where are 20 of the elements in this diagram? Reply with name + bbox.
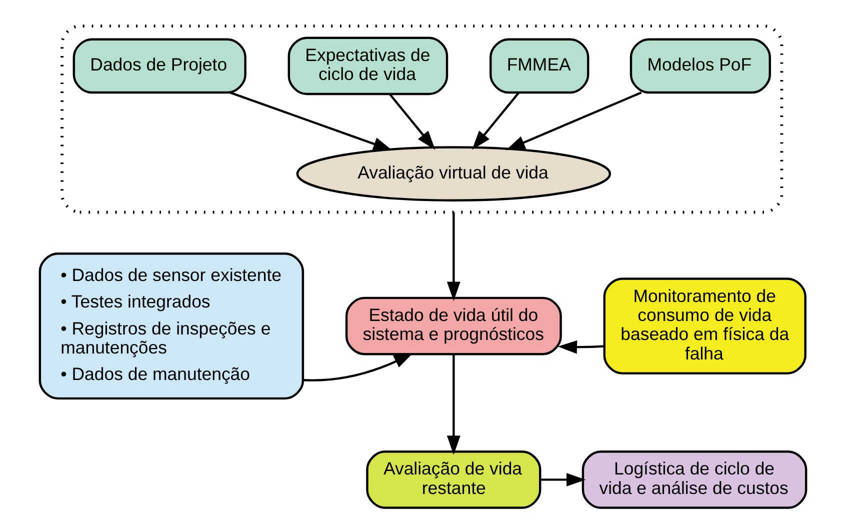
arrow bbox=[388, 94, 435, 150]
arrow bbox=[446, 212, 460, 301]
arrow bbox=[472, 92, 519, 150]
arrow bbox=[505, 92, 642, 150]
arrow bbox=[229, 92, 392, 151]
node-box: Expectativas de ciclo de vida bbox=[287, 36, 448, 96]
node-box: Estado de vida útil do sistema e prognósticos bbox=[344, 296, 562, 356]
cluster bbox=[60, 24, 783, 214]
arrow bbox=[446, 354, 460, 455]
arrow bbox=[540, 472, 586, 486]
node-ellipse: Avaliação virtual de vida bbox=[296, 146, 611, 202]
arrow bbox=[557, 340, 604, 354]
node-box: • Dados de sensor existente • Testes integrados • Registros de inspeções e manutenções • Dados de manutenção bbox=[38, 252, 304, 400]
node-box: Avaliação de vida restante bbox=[366, 450, 541, 509]
node-box: Dados de Projeto bbox=[72, 38, 246, 94]
node-box: Logística de ciclo de vida e análise de custos bbox=[581, 450, 807, 509]
node-box: Monitoramento de consumo de vida baseado em física da falha bbox=[602, 278, 806, 374]
arrow bbox=[302, 352, 413, 382]
node-box: FMMEA bbox=[489, 38, 589, 94]
node-box: Modelos PoF bbox=[629, 38, 770, 94]
